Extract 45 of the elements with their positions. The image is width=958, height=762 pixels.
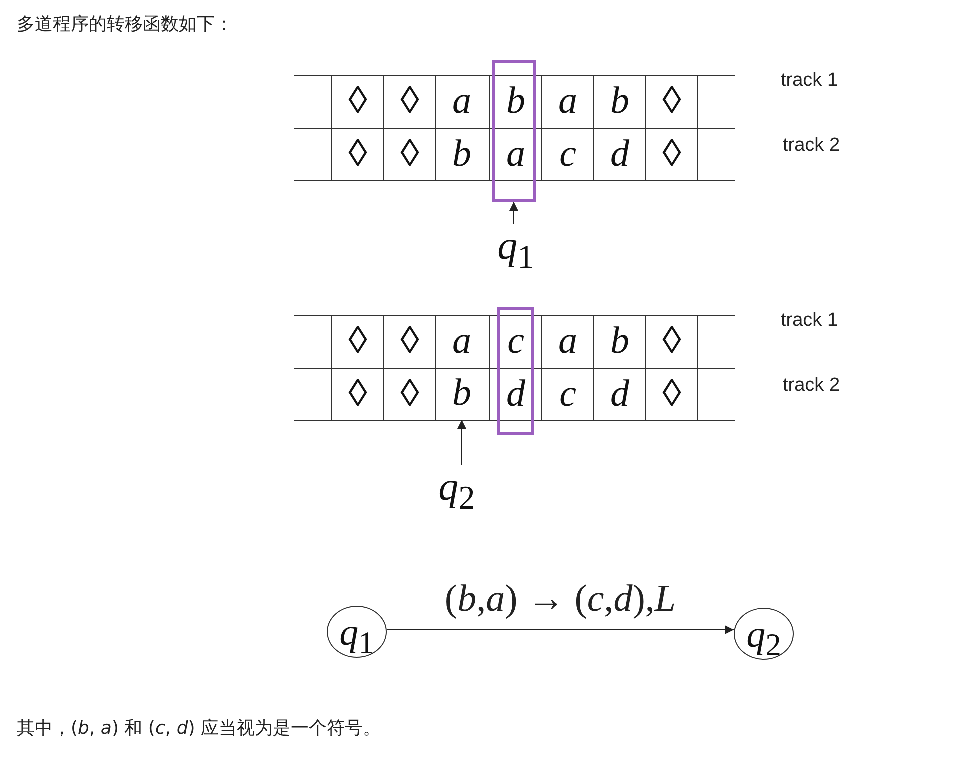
track-label: track 1	[781, 310, 838, 332]
highlight-frame	[492, 60, 536, 202]
tape-symbol: a	[558, 79, 578, 124]
tape-symbol: b	[610, 319, 630, 364]
state-circle	[734, 608, 794, 660]
tape-symbol: ◊	[348, 372, 368, 417]
tape-symbol: ◊	[662, 372, 682, 417]
arrow	[458, 420, 466, 466]
tape-symbol: b	[436, 367, 488, 419]
track-label: track 2	[783, 375, 840, 397]
arrow	[386, 626, 734, 634]
tape-symbol: d	[610, 132, 630, 177]
tape-symbol: b	[610, 79, 630, 124]
tape-symbol: ◊	[348, 319, 368, 364]
heading: 多道程序的转移函数如下：	[17, 13, 233, 36]
tape-symbol: c	[558, 372, 578, 417]
tape-symbol: ◊	[400, 319, 420, 364]
tape-symbol: ◊	[348, 132, 368, 177]
tape-symbol: b	[506, 79, 526, 124]
tape-symbol: d	[610, 372, 630, 417]
track-label: track 2	[783, 135, 840, 157]
tape-symbol: d	[506, 372, 526, 417]
tape-symbol: ◊	[400, 132, 420, 177]
tape-symbol: ◊	[348, 79, 368, 124]
track-label: track 1	[781, 70, 838, 92]
tape-symbol: b	[452, 132, 472, 177]
tape-symbol: a	[452, 319, 472, 364]
tape-symbol: c	[558, 132, 578, 177]
tape-symbol: a	[506, 132, 526, 177]
tape-symbol: a	[558, 319, 578, 364]
state-circle	[327, 606, 387, 658]
caption: 其中，(b, a) 和 (c, d) 应当视为是一个符号。	[17, 717, 381, 740]
tape-symbol: ◊	[400, 79, 420, 124]
tape-symbol: ◊	[400, 372, 420, 417]
tape-symbol: ◊	[662, 132, 682, 177]
tape-symbol: ◊	[662, 319, 682, 364]
highlight-frame	[497, 307, 534, 435]
state-label: q$_{2}$	[746, 613, 782, 665]
arrow	[510, 202, 518, 224]
head-state-label: q$_{1}$	[494, 226, 538, 274]
state-label: q$_{1}$	[338, 611, 376, 663]
tape-symbol: a	[452, 79, 472, 124]
tape-symbol: ◊	[662, 79, 682, 124]
head-state-label: q$_{2}$	[433, 467, 481, 516]
tape-symbol: c	[506, 319, 526, 364]
